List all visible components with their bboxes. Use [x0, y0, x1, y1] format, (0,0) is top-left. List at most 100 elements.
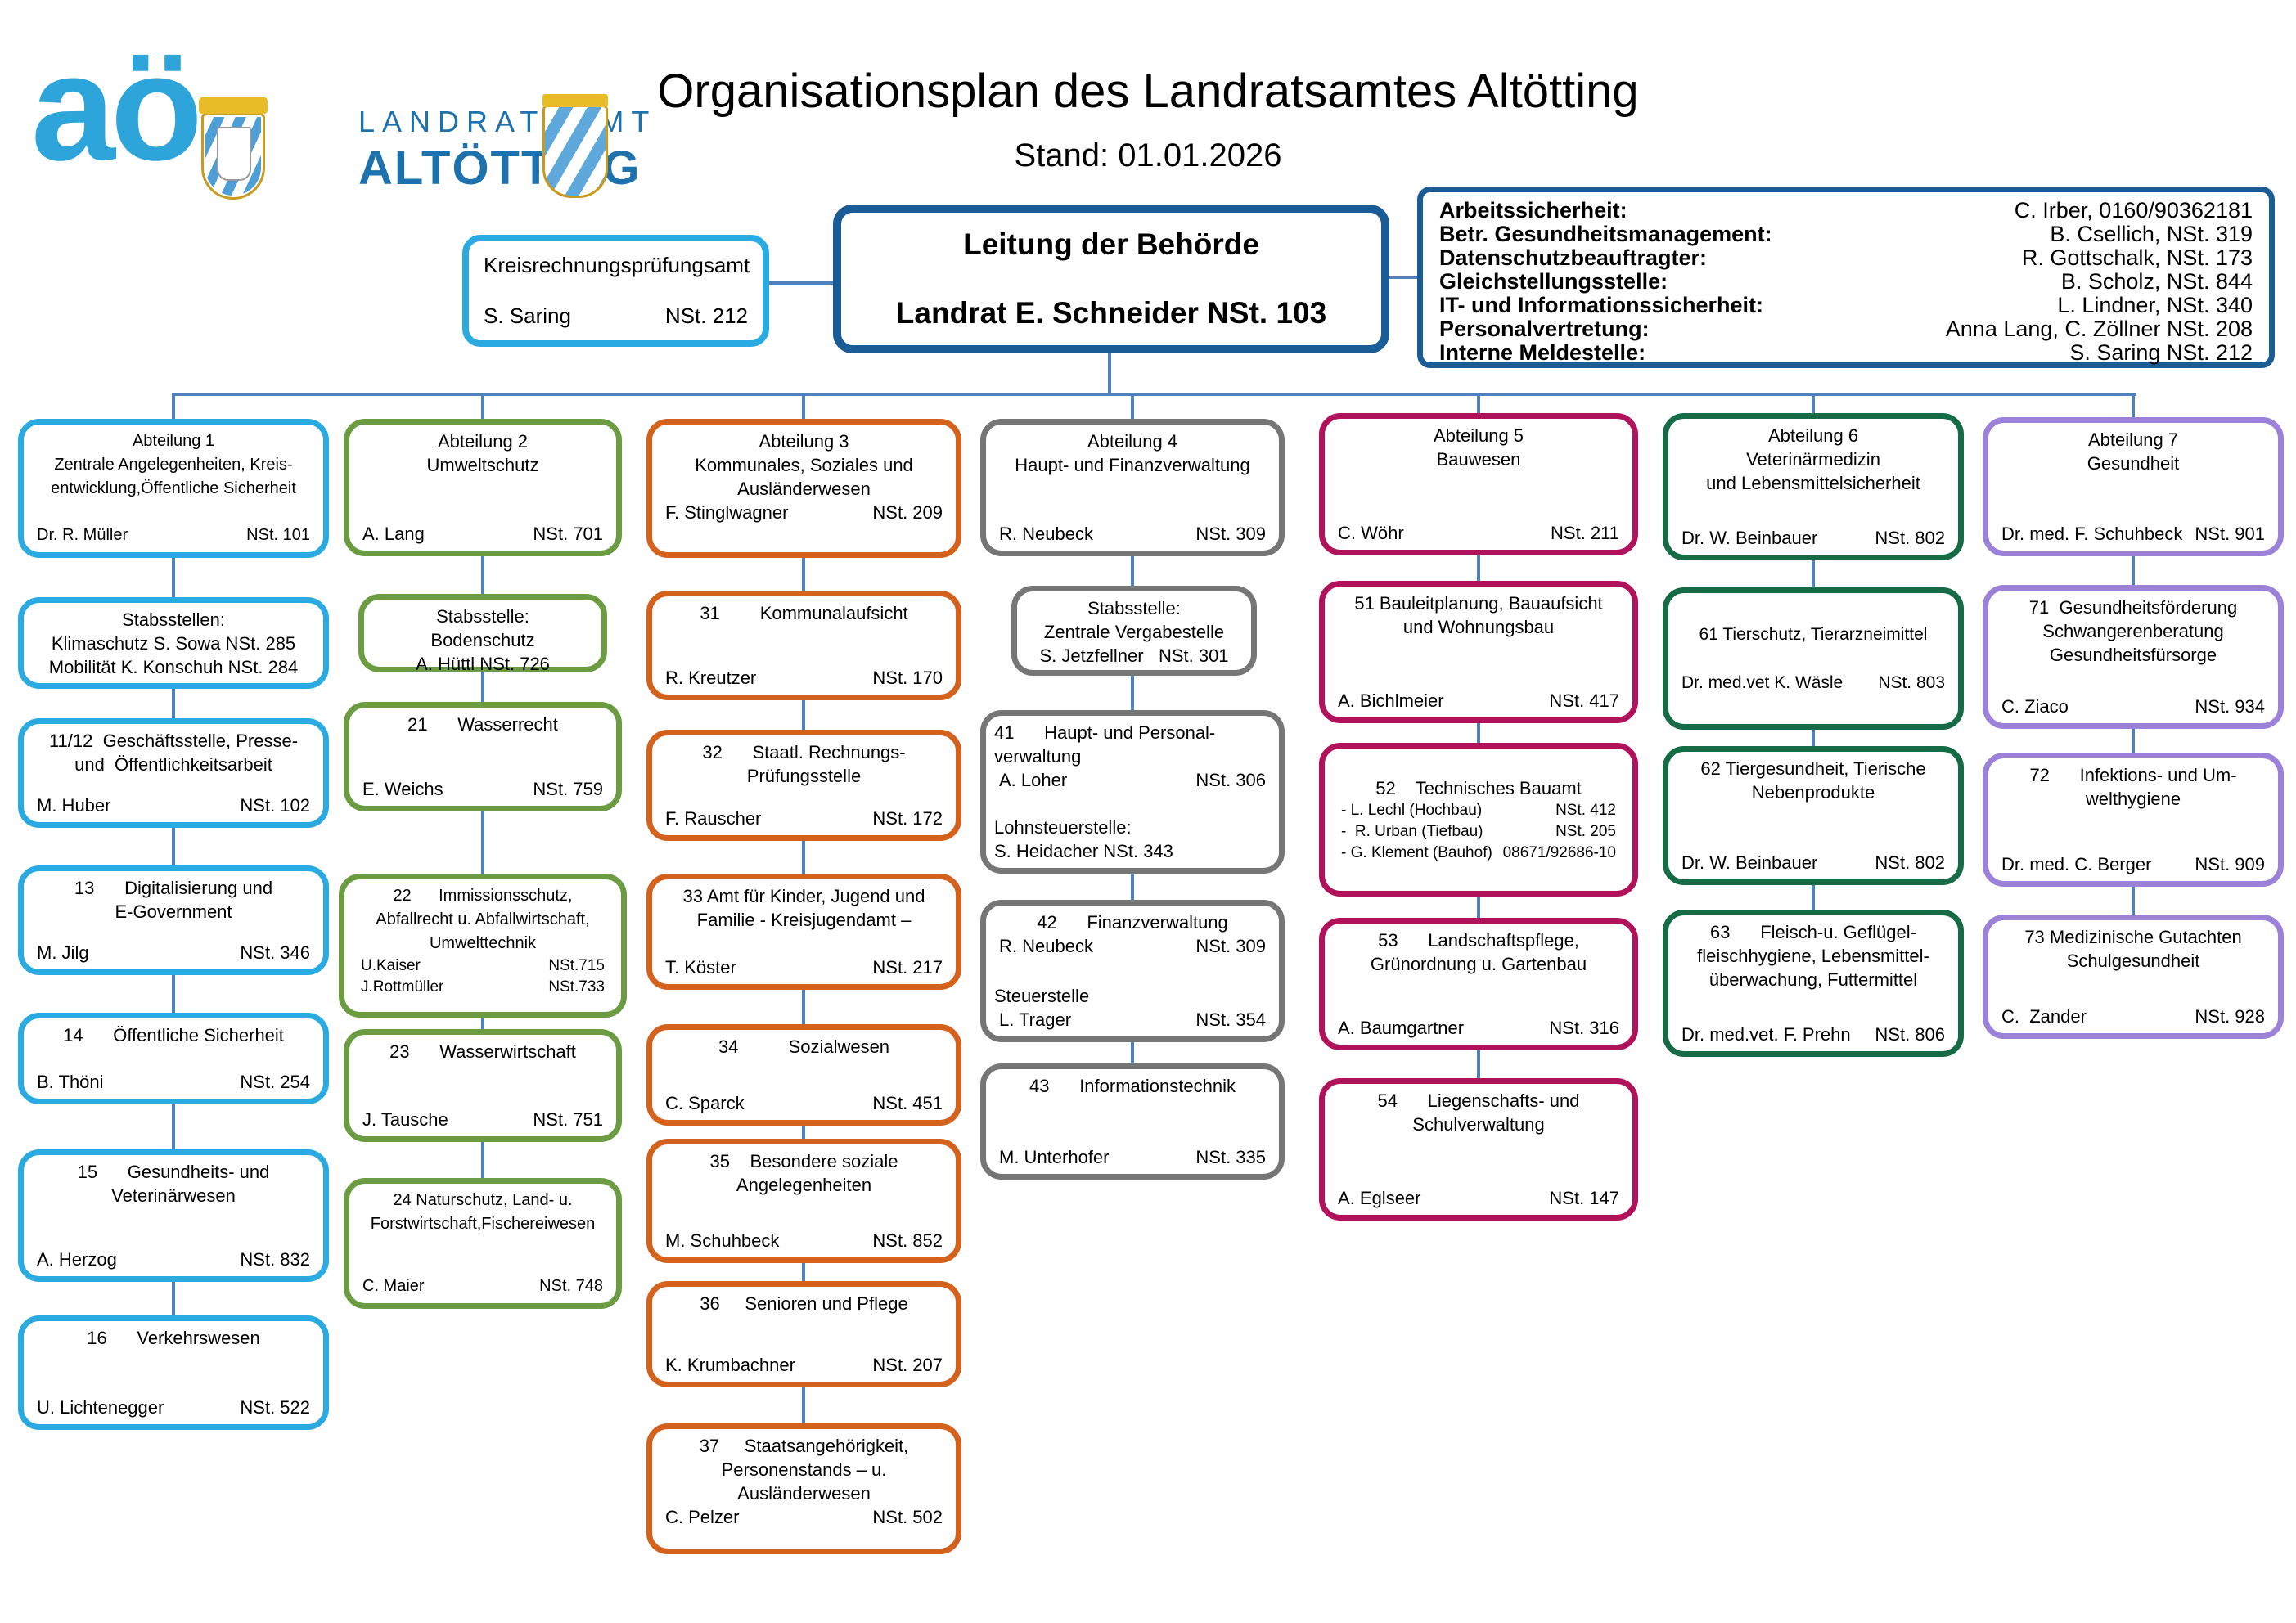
person-name: F. Rauscher — [665, 808, 762, 829]
extension-number: NSt. 928 — [2195, 1006, 2265, 1027]
leadership-title: Leitung der Behörde — [963, 227, 1259, 261]
box-title-line: 62 Tiergesundheit, Tierische — [1700, 758, 1926, 779]
box-title-line: S. Jetzfellner NSt. 301 — [1039, 645, 1229, 666]
box-title-line: 72 Infektions- und Um- — [2029, 765, 2237, 785]
connector-vertical — [1477, 1050, 1480, 1078]
staff-label: Betr. Gesundheitsmanagement: — [1439, 222, 1772, 246]
org-box-24-naturschutz: 24 Naturschutz, Land- u.Forstwirtschaft,… — [344, 1178, 622, 1309]
box-title-line: 71 Gesundheitsförderung — [2028, 597, 2238, 618]
extension-number: NSt.715 — [548, 957, 605, 974]
extension-number: NSt. 309 — [1195, 936, 1266, 956]
box-title-line: Personenstands – u. — [721, 1459, 887, 1480]
spacer — [660, 932, 948, 955]
page-subtitle-date: Stand: 01.01.2026 — [1014, 137, 1282, 173]
box-title-line: Abteilung 4 — [1087, 431, 1178, 452]
spacer — [660, 788, 948, 807]
spacer — [358, 1063, 608, 1108]
spacer — [1677, 598, 1950, 623]
box-title-line: Mobilität K. Konschuh NSt. 284 — [48, 657, 299, 677]
box-title-line: Prüfungsstelle — [746, 766, 862, 786]
person-extension-row: R. Neubeck NSt. 309 — [994, 934, 1271, 958]
person-extension-row: R. Kreutzer NSt. 170 — [660, 666, 948, 690]
extension-number: NSt. 759 — [533, 779, 603, 799]
box-title-line: 73 Medizinische Gutachten — [2024, 927, 2242, 947]
box-title-line: und Lebensmittelsicherheit — [1706, 473, 1920, 493]
box-title-line: 15 Gesundheits- und — [77, 1162, 270, 1182]
extension-number: NSt. 306 — [1195, 770, 1266, 790]
extension-number: NSt. 701 — [533, 524, 603, 544]
staff-row: Gleichstellungsstelle: B. Scholz, NSt. 8… — [1439, 270, 2253, 294]
extension-number: NSt. 901 — [2195, 524, 2265, 544]
spacer — [660, 1197, 948, 1229]
leadership-person: Landrat E. Schneider NSt. 103 — [895, 296, 1327, 330]
box-title-line: Gesundheitsfürsorge — [2049, 645, 2217, 665]
staff-value: S. Saring NSt. 212 — [2069, 340, 2253, 365]
extension-number: NSt. 335 — [1195, 1147, 1266, 1167]
connector-vertical — [802, 841, 805, 874]
connector-leader-to-staff — [1388, 276, 1419, 279]
person-name: K. Krumbachner — [665, 1355, 795, 1375]
box-title-line: Stabsstellen: — [122, 609, 225, 630]
box-title-line: Schulverwaltung — [1412, 1114, 1545, 1135]
box-title-line: Ausländerwesen — [737, 1483, 871, 1504]
extension-number: NSt. 802 — [1875, 852, 1945, 873]
person-name: Dr. med. C. Berger — [2001, 854, 2152, 874]
box-title-line: Abteilung 5 — [1433, 425, 1524, 446]
box-title-line: Angelegenheiten — [736, 1175, 872, 1195]
org-box-63-fleischhygiene: 63 Fleisch-u. Geflügel-fleischhygiene, L… — [1663, 910, 1964, 1057]
person-name: A. Baumgartner — [1338, 1018, 1465, 1038]
connector-leader-drop — [1108, 352, 1111, 394]
staff-row: Personalvertretung: Anna Lang, C. Zöllne… — [1439, 317, 2253, 341]
person-name: R. Kreutzer — [665, 668, 757, 688]
person-name: A. Lang — [362, 524, 425, 544]
extension-number: NSt. 803 — [1878, 673, 1945, 692]
extension-number: NSt. 170 — [872, 668, 943, 688]
box-title-line: S. Heidacher NSt. 343 — [994, 841, 1173, 861]
box-title-line: Umweltschutz — [426, 455, 539, 475]
box-title-line: welthygiene — [2085, 789, 2181, 809]
person-extension-row: - R. Urban (Tiefbau)NSt. 205 — [1333, 821, 1624, 843]
box-title-line: Gesundheit — [2087, 453, 2180, 474]
box-title-line: Veterinärmedizin — [1746, 449, 1880, 470]
box-title-line: Steuerstelle — [994, 986, 1090, 1006]
person-extension-row: M. Schuhbeck NSt. 852 — [660, 1229, 948, 1252]
box-title-line: Grünordnung u. Gartenbau — [1370, 954, 1587, 974]
org-box-53-landschaftspflege: 53 Landschaftspflege,Grünordnung u. Gart… — [1319, 918, 1638, 1050]
connector-vertical — [2132, 556, 2135, 585]
person-name: E. Weichs — [362, 779, 443, 799]
connector-vertical — [172, 689, 175, 718]
person-name: M. Schuhbeck — [665, 1230, 780, 1251]
person-name: R. Neubeck — [999, 936, 1093, 956]
person-extension-row: U.Kaiser NSt.715 — [353, 955, 613, 977]
person-name: R. Neubeck — [999, 524, 1093, 544]
box-title-line: A. Hüttl NSt. 726 — [416, 654, 550, 674]
person-name: Dr. med.vet K. Wäsle — [1681, 673, 1844, 692]
spacer — [1677, 495, 1950, 526]
person-name: J. Tausche — [362, 1109, 448, 1130]
extension-number: NSt. 101 — [246, 526, 310, 544]
person-name: U.Kaiser — [361, 957, 421, 974]
connector-bus — [172, 393, 2136, 396]
connector-vertical — [1477, 897, 1480, 918]
extension-number: NSt. 207 — [872, 1355, 943, 1375]
extension-number: NSt. 934 — [2195, 696, 2265, 717]
extension-number: NSt. 852 — [872, 1230, 943, 1251]
